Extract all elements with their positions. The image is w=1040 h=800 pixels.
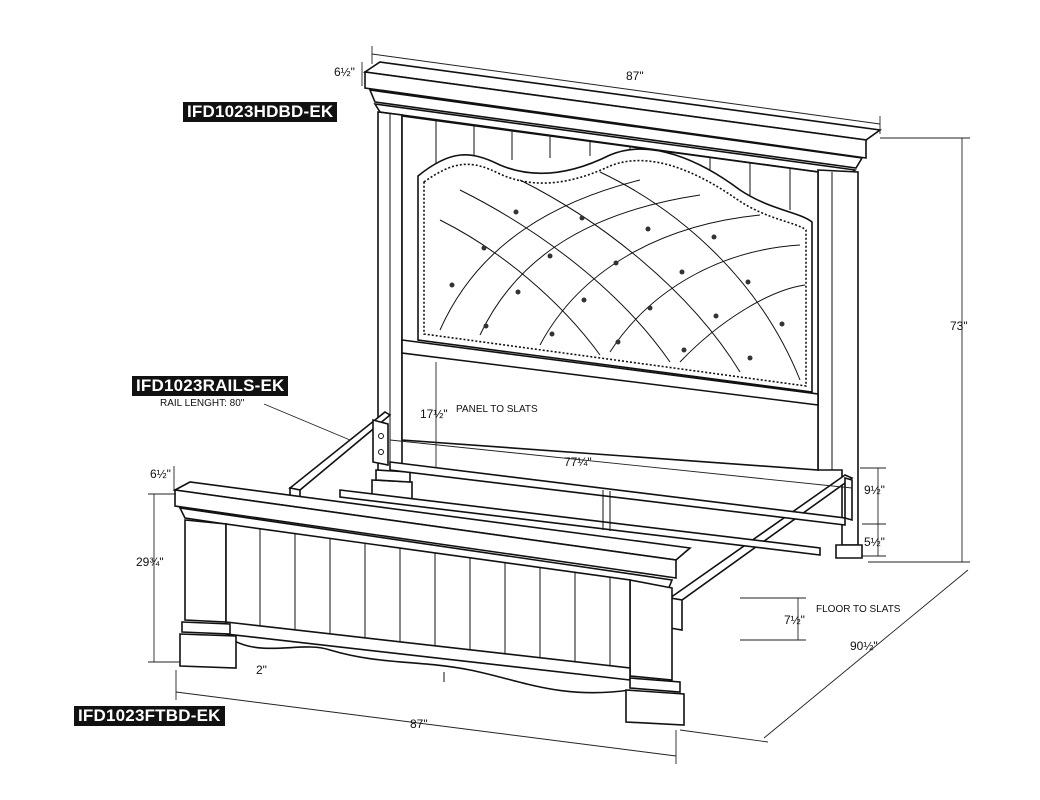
leg-height-label: 5½" (864, 535, 885, 549)
foot-cap-label: 6½" (150, 467, 171, 481)
overall-length-label: 90½" (850, 639, 878, 653)
headboard-part-label: IFD1023HDBD-EK (183, 102, 338, 122)
dimension-labels: 87" 6½" 73" 17½" PANEL TO SLATS 77¼" 9½"… (136, 65, 968, 731)
floor-to-slats-note: FLOOR TO SLATS (816, 604, 901, 615)
foot-apron-label: 2" (256, 663, 267, 677)
foot-height-label: 29¾" (136, 555, 164, 569)
head-width-label: 87" (626, 69, 644, 83)
footboard-drawing (172, 481, 692, 726)
headboard-drawing (362, 61, 883, 559)
head-height-label: 73" (950, 319, 968, 333)
rail-height-label: 9½" (864, 483, 885, 497)
rails-drawing (288, 411, 854, 631)
floor-to-slats-label: 7½" (784, 613, 805, 627)
foot-width-label: 87" (410, 717, 428, 731)
inner-width-label: 77¼" (564, 455, 592, 469)
head-cap-label: 6½" (334, 65, 355, 79)
footboard-part-label: IFD1023FTBD-EK (74, 706, 225, 726)
panel-to-slats-label: 17½" (420, 407, 448, 421)
rails-part-label: IFD1023RAILS-EK (132, 376, 289, 396)
panel-to-slats-note: PANEL TO SLATS (456, 404, 538, 415)
rail-length-note: RAIL LENGHT: 80" (160, 398, 245, 409)
dimension-lines (148, 46, 970, 764)
